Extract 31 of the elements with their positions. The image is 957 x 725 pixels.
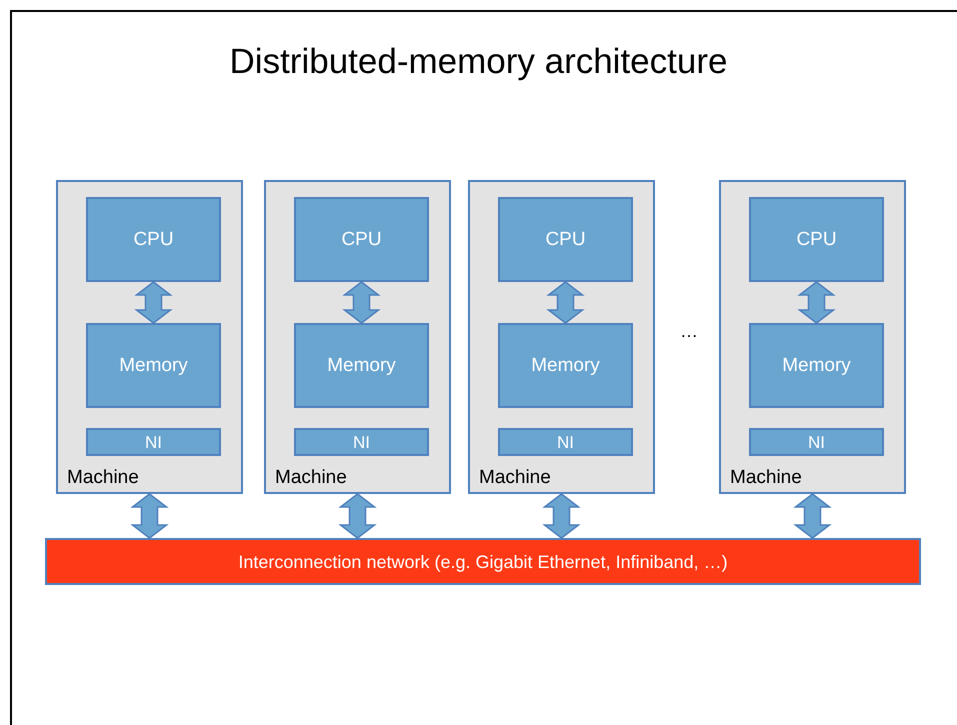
component-box: Memory <box>498 323 633 408</box>
component-box: NI <box>498 428 633 456</box>
machine-label: Machine <box>275 468 347 487</box>
machine-label: Machine <box>67 468 139 487</box>
component-box: Memory <box>749 323 884 408</box>
component-box: Memory <box>86 323 221 408</box>
machine-box <box>468 180 655 494</box>
component-box: CPU <box>498 197 633 282</box>
component-box: CPU <box>86 197 221 282</box>
title: Distributed-memory architecture <box>228 41 728 83</box>
component-box: Memory <box>294 323 429 408</box>
ellipsis-label: … <box>680 320 698 343</box>
double-arrow <box>797 281 836 324</box>
double-arrow <box>542 493 581 539</box>
double-arrow <box>793 493 832 539</box>
double-arrow <box>130 493 169 539</box>
component-box: NI <box>294 428 429 456</box>
machine-box <box>264 180 451 494</box>
machine-box <box>719 180 906 494</box>
component-box: CPU <box>749 197 884 282</box>
component-box: NI <box>86 428 221 456</box>
machine-box <box>56 180 243 494</box>
component-box: CPU <box>294 197 429 282</box>
double-arrow <box>338 493 377 539</box>
double-arrow <box>134 281 173 324</box>
double-arrow <box>342 281 381 324</box>
machine-label: Machine <box>730 468 802 487</box>
machine-label: Machine <box>479 468 551 487</box>
network-bar: Interconnection network (e.g. Gigabit Ethernet, Infiniband, …) <box>45 538 921 585</box>
double-arrow <box>546 281 585 324</box>
component-box: NI <box>749 428 884 456</box>
